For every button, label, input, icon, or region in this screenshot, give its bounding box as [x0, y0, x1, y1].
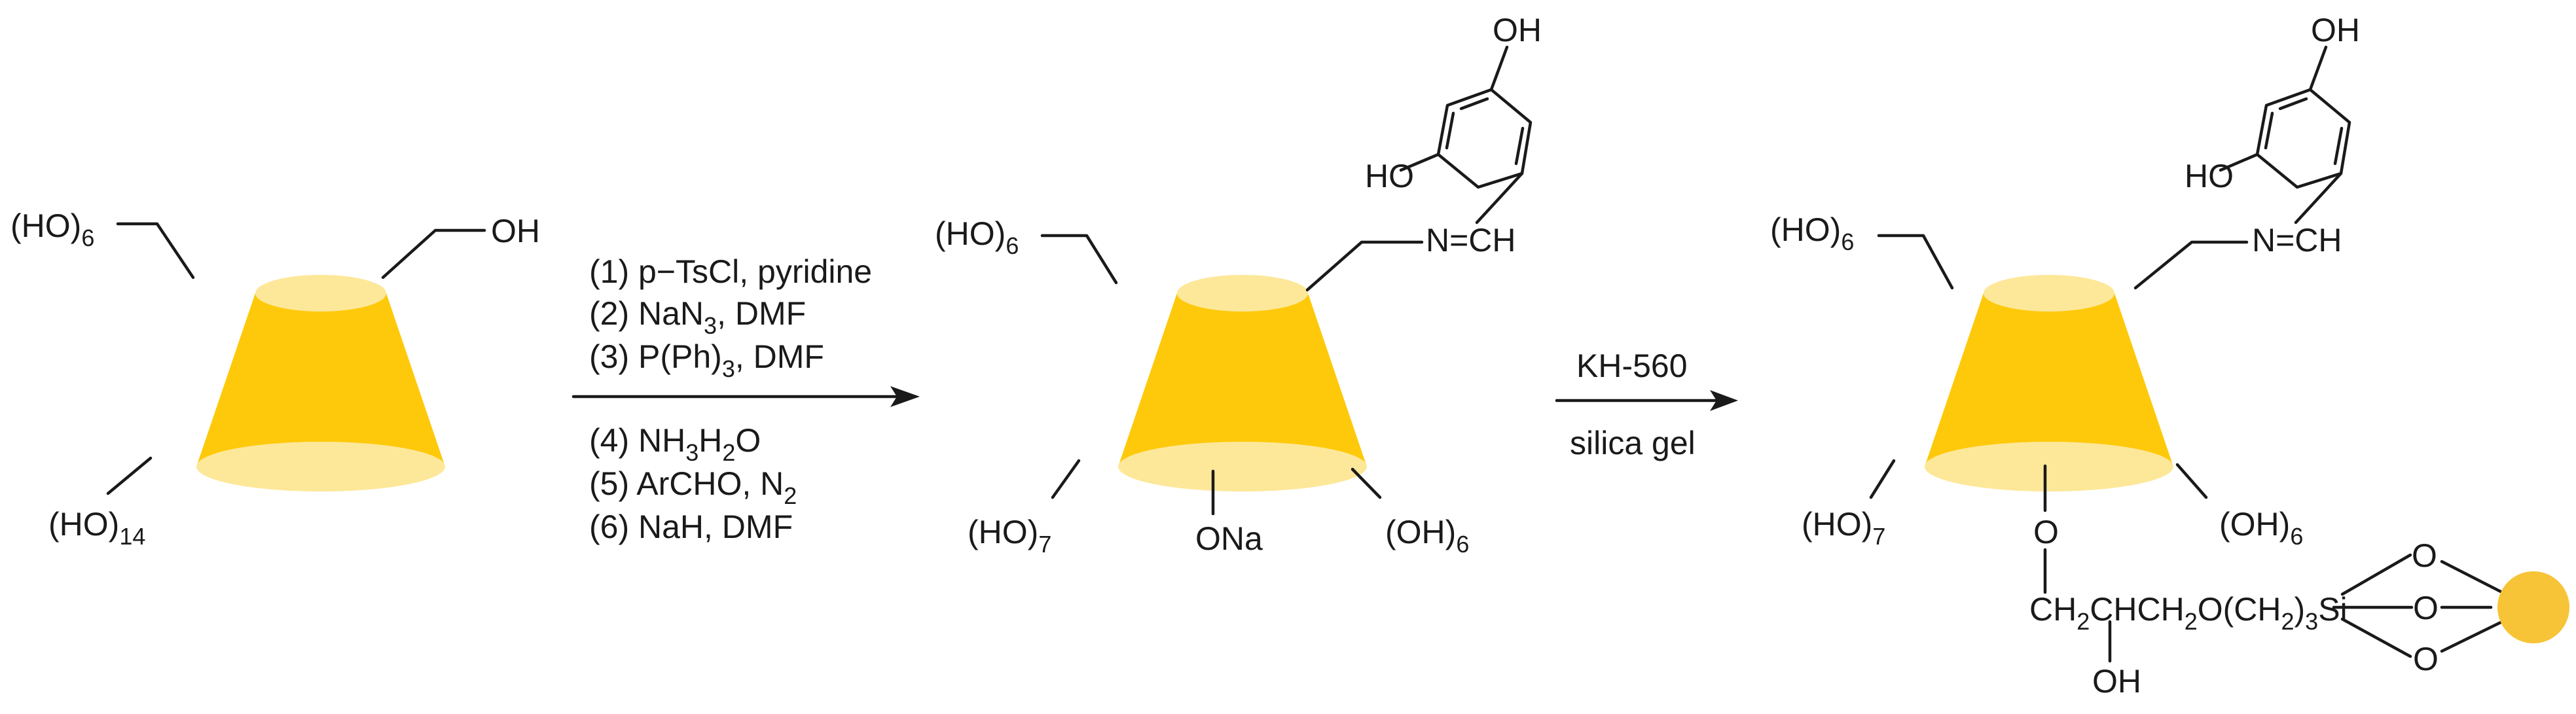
arrow-head-2: [1710, 390, 1738, 411]
cyclodextrin-molecule-2: (HO)6 N=CH OH HO (HO)7 ONa (OH)6: [935, 12, 1542, 558]
dihydroxyphenyl-ring: [1399, 45, 1533, 189]
cd1-bonds: [106, 222, 486, 495]
cd1-primary-hydroxyl: OH: [491, 213, 540, 249]
linker-hydroxyl: OH: [2092, 663, 2141, 700]
ether-oxygen: O: [2033, 514, 2059, 550]
cyclodextrin-cone: [196, 275, 445, 491]
cd1-secondary-hydroxyls: (HO)14: [48, 506, 145, 550]
cyclodextrin-molecule-1: (HO)6 OH (HO)14: [10, 207, 540, 550]
imine-group: N=CH: [1426, 222, 1516, 259]
condition-1: (1) p−TsCl, pyridine: [589, 253, 872, 290]
dihydroxyphenyl-ring: [2219, 45, 2351, 189]
condition-5: (5) ArCHO, N2: [589, 465, 797, 509]
cd2-bonds: [1040, 171, 1524, 516]
arrow-head-1: [890, 386, 920, 407]
step2-support: silica gel: [1570, 425, 1696, 461]
cd3-bottom-right-hydroxyls: (OH)6: [2219, 506, 2303, 550]
siloxane-bonds: [2332, 553, 2504, 658]
imine-group: N=CH: [2252, 222, 2342, 259]
cd3-top-left-hydroxyls: (HO)6: [1770, 211, 1854, 255]
cd2-bottom-left-hydroxyls: (HO)7: [968, 514, 1051, 558]
silica-gel-bead: [2497, 571, 2569, 643]
cd1-top-left-hydroxyls: (HO)6: [10, 207, 94, 251]
phenol-hydroxyl-ortho: HO: [1365, 158, 1414, 194]
condition-3: (3) P(Ph)3, DMF: [589, 338, 824, 382]
cyclodextrin-molecule-3: (HO)6 N=CH OH HO (HO)7 (OH)6 O CH2CHCH2O…: [1770, 12, 2569, 700]
siloxy-oxygen-middle: O: [2413, 590, 2439, 626]
phenol-hydroxyl-para: OH: [1493, 12, 1542, 48]
condition-4: (4) NH3H2O: [589, 422, 761, 466]
cd2-bottom-right-hydroxyls: (OH)6: [1385, 514, 1469, 558]
step2-reagent: KH-560: [1576, 348, 1688, 384]
sodium-alkoxide: ONa: [1195, 520, 1263, 557]
cd3-bottom-left-hydroxyls: (HO)7: [1802, 506, 1885, 550]
glycidyl-linker: CH2CHCH2O(CH2)3Si: [2029, 591, 2348, 635]
siloxy-oxygen-lower: O: [2413, 641, 2439, 677]
cyclodextrin-cone: [1118, 275, 1367, 491]
reaction-step-2: KH-560 silica gel: [1555, 348, 1738, 461]
condition-6: (6) NaH, DMF: [589, 509, 793, 545]
reaction-step-1: (1) p−TsCl, pyridine (2) NaN3, DMF (3) P…: [571, 253, 920, 545]
phenol-hydroxyl-para: OH: [2311, 12, 2360, 48]
cd3-bonds: [1869, 171, 2343, 663]
condition-2: (2) NaN3, DMF: [589, 295, 806, 339]
cd2-top-left-hydroxyls: (HO)6: [935, 215, 1019, 259]
cyclodextrin-cone: [1925, 275, 2173, 491]
siloxy-oxygen-upper: O: [2412, 537, 2437, 574]
phenol-hydroxyl-ortho: HO: [2185, 158, 2234, 194]
